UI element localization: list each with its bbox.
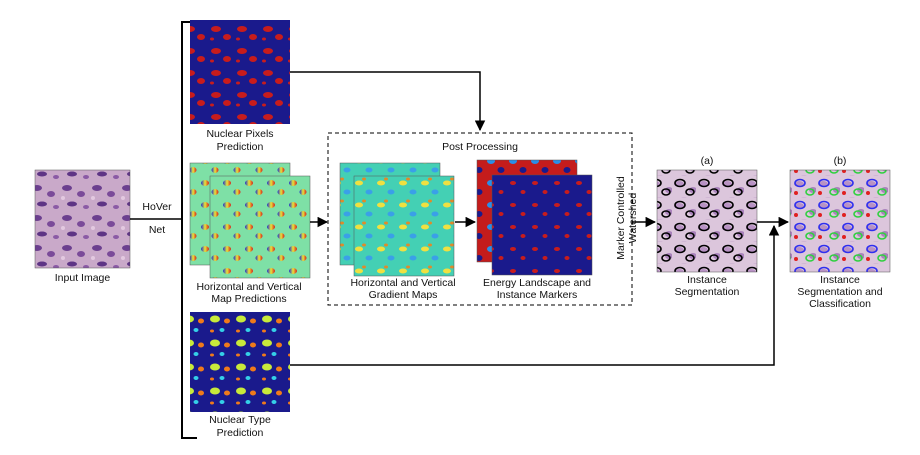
hv-label-line1: Horizontal and Vertical bbox=[196, 281, 302, 293]
nt-map bbox=[190, 312, 290, 412]
nt-label-line2: Prediction bbox=[216, 427, 264, 439]
hv-label-line2: Map Predictions bbox=[211, 293, 287, 305]
arrow-nt-to-class bbox=[290, 224, 780, 366]
post-processing-title: Post Processing bbox=[442, 141, 518, 153]
branch-bracket bbox=[181, 21, 197, 439]
energy-label-line1: Energy Landscape and bbox=[483, 277, 591, 289]
output-a-label-line1: Instance bbox=[687, 274, 727, 286]
output-b-label-line2: Segmentation and bbox=[797, 286, 883, 298]
hv-map-front bbox=[209, 175, 311, 279]
watershed-label-line1: Marker Controlled bbox=[615, 176, 627, 260]
nt-label-line1: Nuclear Type bbox=[209, 414, 271, 426]
watershed-label-line2: Watershed bbox=[627, 192, 639, 244]
output-b-label-line1: Instance bbox=[820, 274, 860, 286]
output-a-tag: (a) bbox=[700, 155, 714, 167]
gradient-map-front bbox=[353, 175, 455, 277]
np-label-line1: Nuclear Pixels bbox=[206, 128, 274, 140]
input-image-label: Input Image bbox=[54, 272, 111, 284]
output-b-tag: (b) bbox=[833, 155, 847, 167]
classification-image bbox=[789, 169, 891, 273]
hovernet-label-line1: HoVer bbox=[142, 201, 172, 213]
input-image bbox=[34, 169, 131, 269]
gradient-label-line1: Horizontal and Vertical bbox=[350, 277, 456, 289]
np-map bbox=[190, 20, 290, 124]
output-a-label-line2: Segmentation bbox=[674, 286, 740, 298]
instance-segmentation-image bbox=[656, 169, 758, 273]
energy-label-line2: Instance Markers bbox=[496, 289, 578, 301]
output-b-label-line3: Classification bbox=[809, 298, 871, 310]
gradient-label-line2: Gradient Maps bbox=[368, 289, 438, 301]
arrow-np-to-post bbox=[290, 71, 486, 132]
instance-markers-map bbox=[491, 174, 593, 276]
np-label-line2: Prediction bbox=[216, 141, 264, 153]
hovernet-label-line2: Net bbox=[148, 224, 166, 236]
